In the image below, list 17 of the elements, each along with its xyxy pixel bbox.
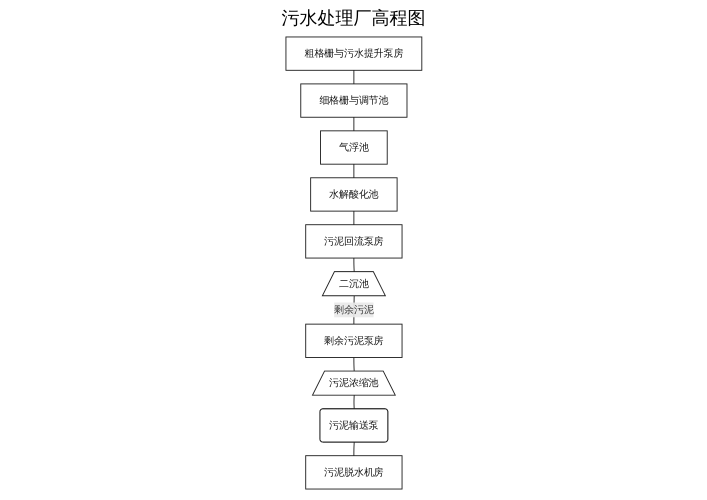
connector [353, 258, 354, 272]
connector [353, 210, 354, 226]
connector [353, 395, 354, 410]
diagram-title: 污水处理厂高程图 [280, 7, 426, 30]
connector [353, 116, 354, 132]
node-box: 水解酸化池 [310, 177, 398, 212]
node-box: 粗格栅与污水提升泵房 [285, 36, 422, 71]
node-box: 气浮池 [320, 130, 388, 165]
connector [353, 164, 354, 178]
node-box: 细格栅与调节池 [300, 83, 408, 118]
node-box: 污泥脱水机房 [304, 455, 402, 490]
edge-label: 剩余污泥 [334, 304, 374, 316]
node-box: 污泥回流泵房 [304, 224, 402, 259]
connector [353, 357, 354, 372]
connector [353, 70, 354, 84]
connector [353, 442, 354, 456]
node-box: 剩余污泥泵房 [304, 324, 402, 358]
